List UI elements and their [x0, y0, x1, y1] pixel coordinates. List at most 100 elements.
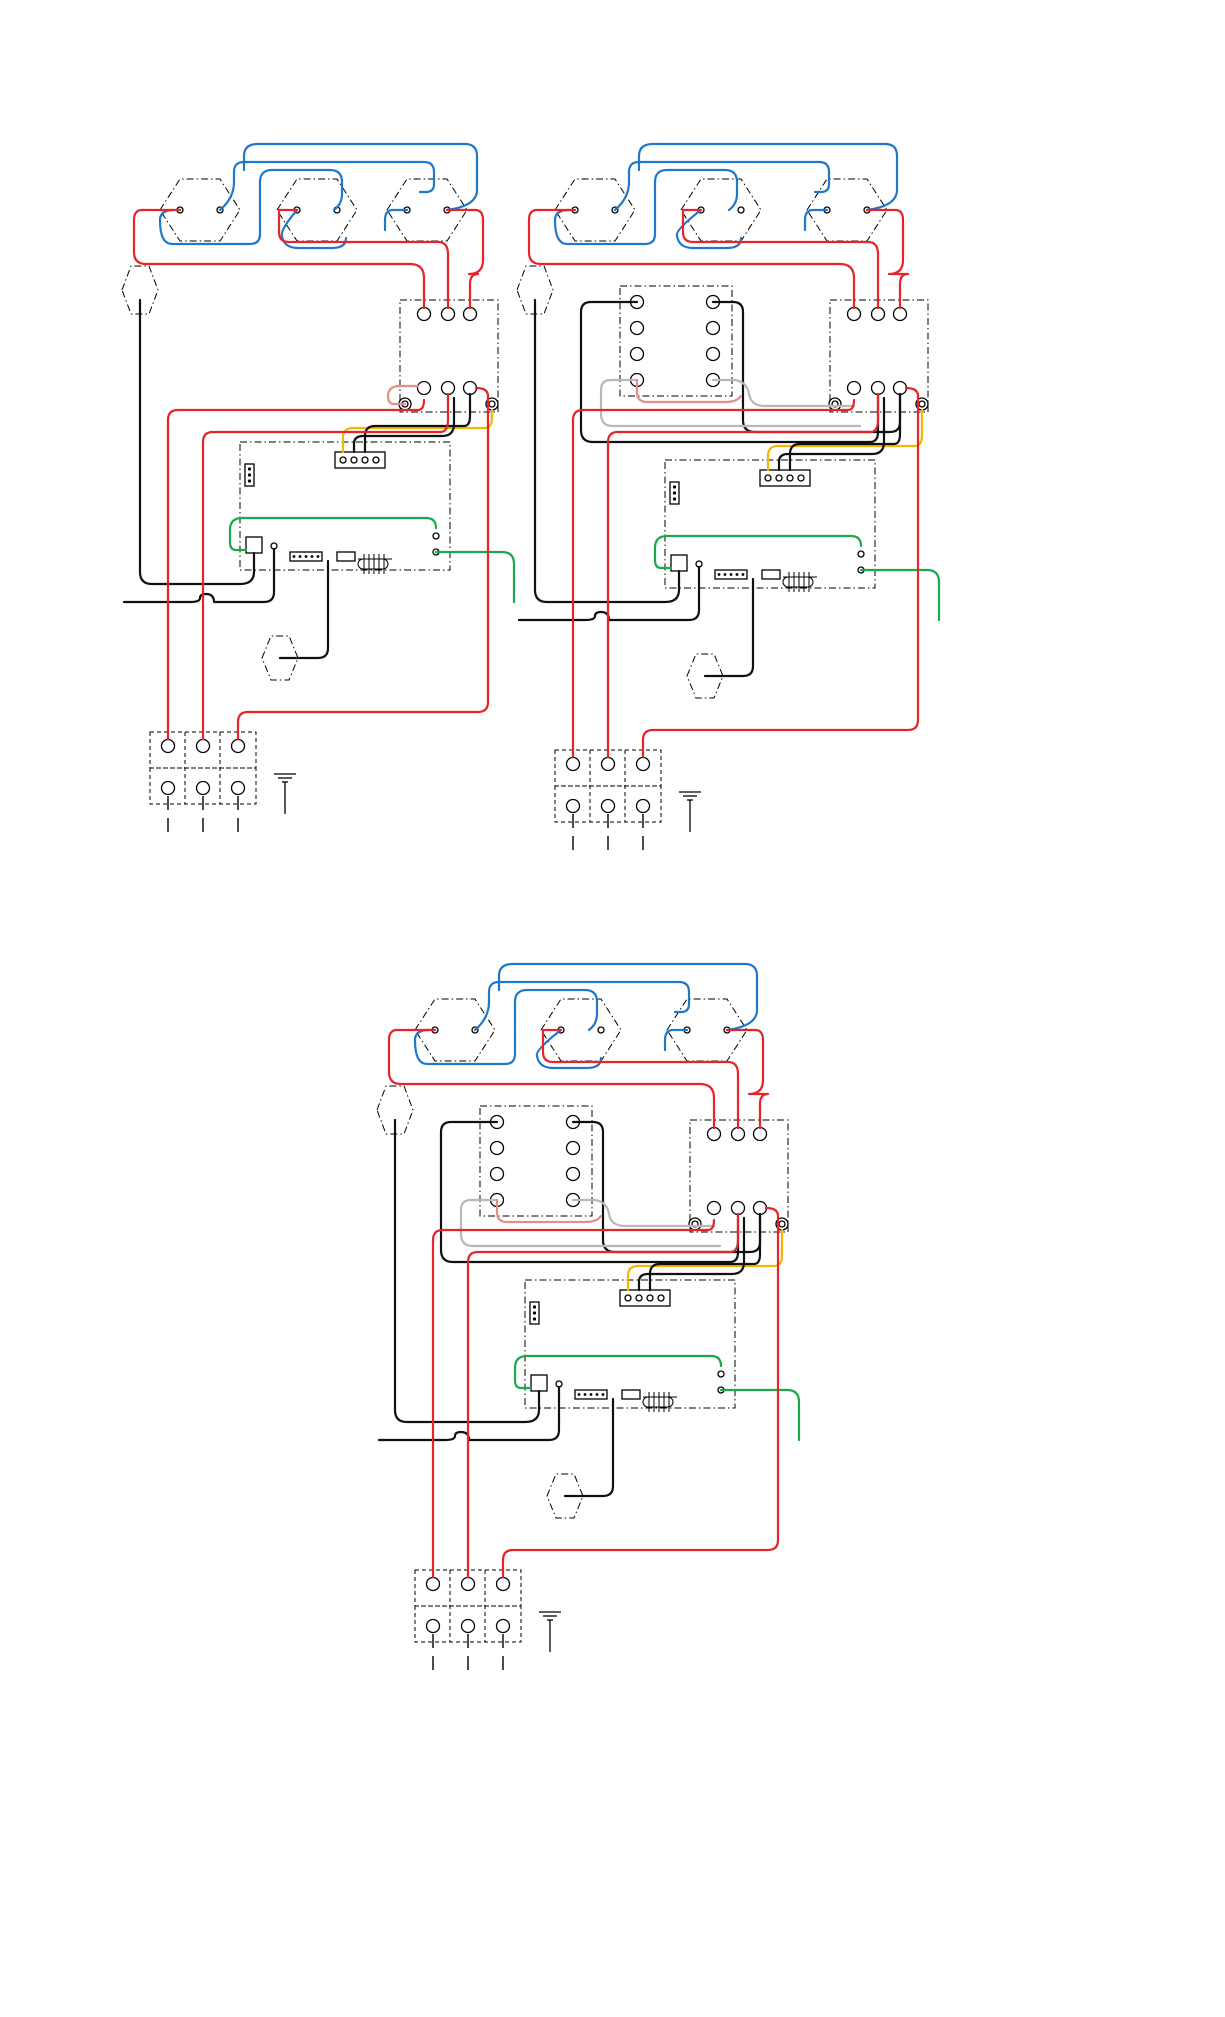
blue-jumper: [415, 990, 597, 1064]
terminal-circle: [637, 758, 650, 771]
pin: [311, 555, 314, 558]
board-switch: [246, 537, 262, 553]
terminal-circle: [754, 1202, 767, 1215]
red-feed: [447, 210, 483, 308]
terminal-circle: [707, 322, 720, 335]
terminal-circle: [776, 475, 782, 481]
diagram-top-left: [122, 144, 514, 838]
gray-wire: [601, 380, 860, 426]
terminal-circle: [373, 457, 379, 463]
diagram-top-right: [517, 144, 939, 856]
terminal-circle: [162, 782, 175, 795]
red-feed: [543, 1030, 738, 1128]
pin: [533, 1311, 536, 1314]
green-wire: [861, 570, 939, 620]
pin: [718, 573, 721, 576]
terminal-circle: [418, 308, 431, 321]
terminal-circle: [567, 1168, 580, 1181]
terminal-circle: [197, 740, 210, 753]
pin: [248, 467, 251, 470]
terminal-circle: [631, 322, 644, 335]
pin: [742, 573, 745, 576]
terminal-circle: [636, 1295, 642, 1301]
terminal-circle: [919, 401, 925, 407]
terminal-circle: [848, 308, 861, 321]
pin: [305, 555, 308, 558]
terminal-circle: [647, 1295, 653, 1301]
terminal-circle: [894, 308, 907, 321]
blue-jumper: [499, 964, 757, 1030]
pin: [596, 1393, 599, 1396]
blue-jumper: [639, 144, 897, 210]
red-feed: [867, 210, 908, 308]
black-lead: [124, 549, 274, 602]
terminal-circle: [707, 348, 720, 361]
terminal-circle: [602, 800, 615, 813]
pin: [578, 1393, 581, 1396]
terminal-circle: [894, 382, 907, 395]
blue-jumper: [665, 1030, 687, 1050]
terminal-circle: [462, 1620, 475, 1633]
red-supply: [238, 388, 488, 739]
pin-header: [530, 1302, 539, 1324]
pin: [248, 473, 251, 476]
terminal-circle: [625, 1295, 631, 1301]
terminal-circle: [497, 1578, 510, 1591]
terminal-circle: [858, 551, 864, 557]
gray-wire: [461, 1200, 720, 1246]
terminal-circle: [433, 533, 439, 539]
blue-jumper: [244, 144, 477, 210]
board-switch: [531, 1375, 547, 1391]
blue-jumper: [805, 210, 827, 230]
terminal-circle: [162, 740, 175, 753]
terminal-circle: [718, 1371, 724, 1377]
terminal-circle: [567, 758, 580, 771]
pin-header: [670, 482, 679, 504]
diagram-bottom-center: [377, 964, 799, 1676]
black-cap-wire: [581, 302, 878, 442]
terminal-circle: [848, 382, 861, 395]
terminal-circle: [362, 457, 368, 463]
terminal-circle: [427, 1620, 440, 1633]
pin: [584, 1393, 587, 1396]
five-pin-connector: [290, 552, 322, 561]
blue-jumper: [160, 170, 342, 244]
terminal-circle: [631, 348, 644, 361]
pin: [293, 555, 296, 558]
transformer-coil: [783, 572, 817, 592]
blue-jumper: [555, 170, 737, 244]
terminal-circle: [232, 782, 245, 795]
terminal-circle: [491, 1142, 504, 1155]
green-wire: [721, 1390, 799, 1440]
terminal-circle: [442, 382, 455, 395]
terminal-circle: [567, 800, 580, 813]
ground-symbol: [274, 774, 296, 814]
ground-symbol: [539, 1612, 561, 1652]
blue-jumper: [385, 210, 407, 230]
terminal-circle: [464, 382, 477, 395]
pin-header: [245, 464, 254, 486]
terminal-circle: [732, 1128, 745, 1141]
black-probe-wire: [280, 561, 328, 658]
terminal-circle: [427, 1578, 440, 1591]
relay-body: [762, 570, 780, 579]
relay-body: [622, 1390, 640, 1399]
terminal-circle: [708, 1202, 721, 1215]
terminal-circle: [765, 475, 771, 481]
pin: [590, 1393, 593, 1396]
terminal-circle: [872, 382, 885, 395]
pink-wire: [497, 1200, 601, 1222]
transformer-coil: [643, 1392, 677, 1412]
ground-symbol: [679, 792, 701, 832]
board-switch: [671, 555, 687, 571]
pin: [317, 555, 320, 558]
terminal-circle: [754, 1128, 767, 1141]
red-feed: [727, 1030, 768, 1128]
terminal-circle: [637, 800, 650, 813]
pin: [248, 479, 251, 482]
five-pin-connector: [575, 1390, 607, 1399]
pin: [730, 573, 733, 576]
terminal-circle: [787, 475, 793, 481]
black-probe-wire: [565, 1399, 613, 1496]
